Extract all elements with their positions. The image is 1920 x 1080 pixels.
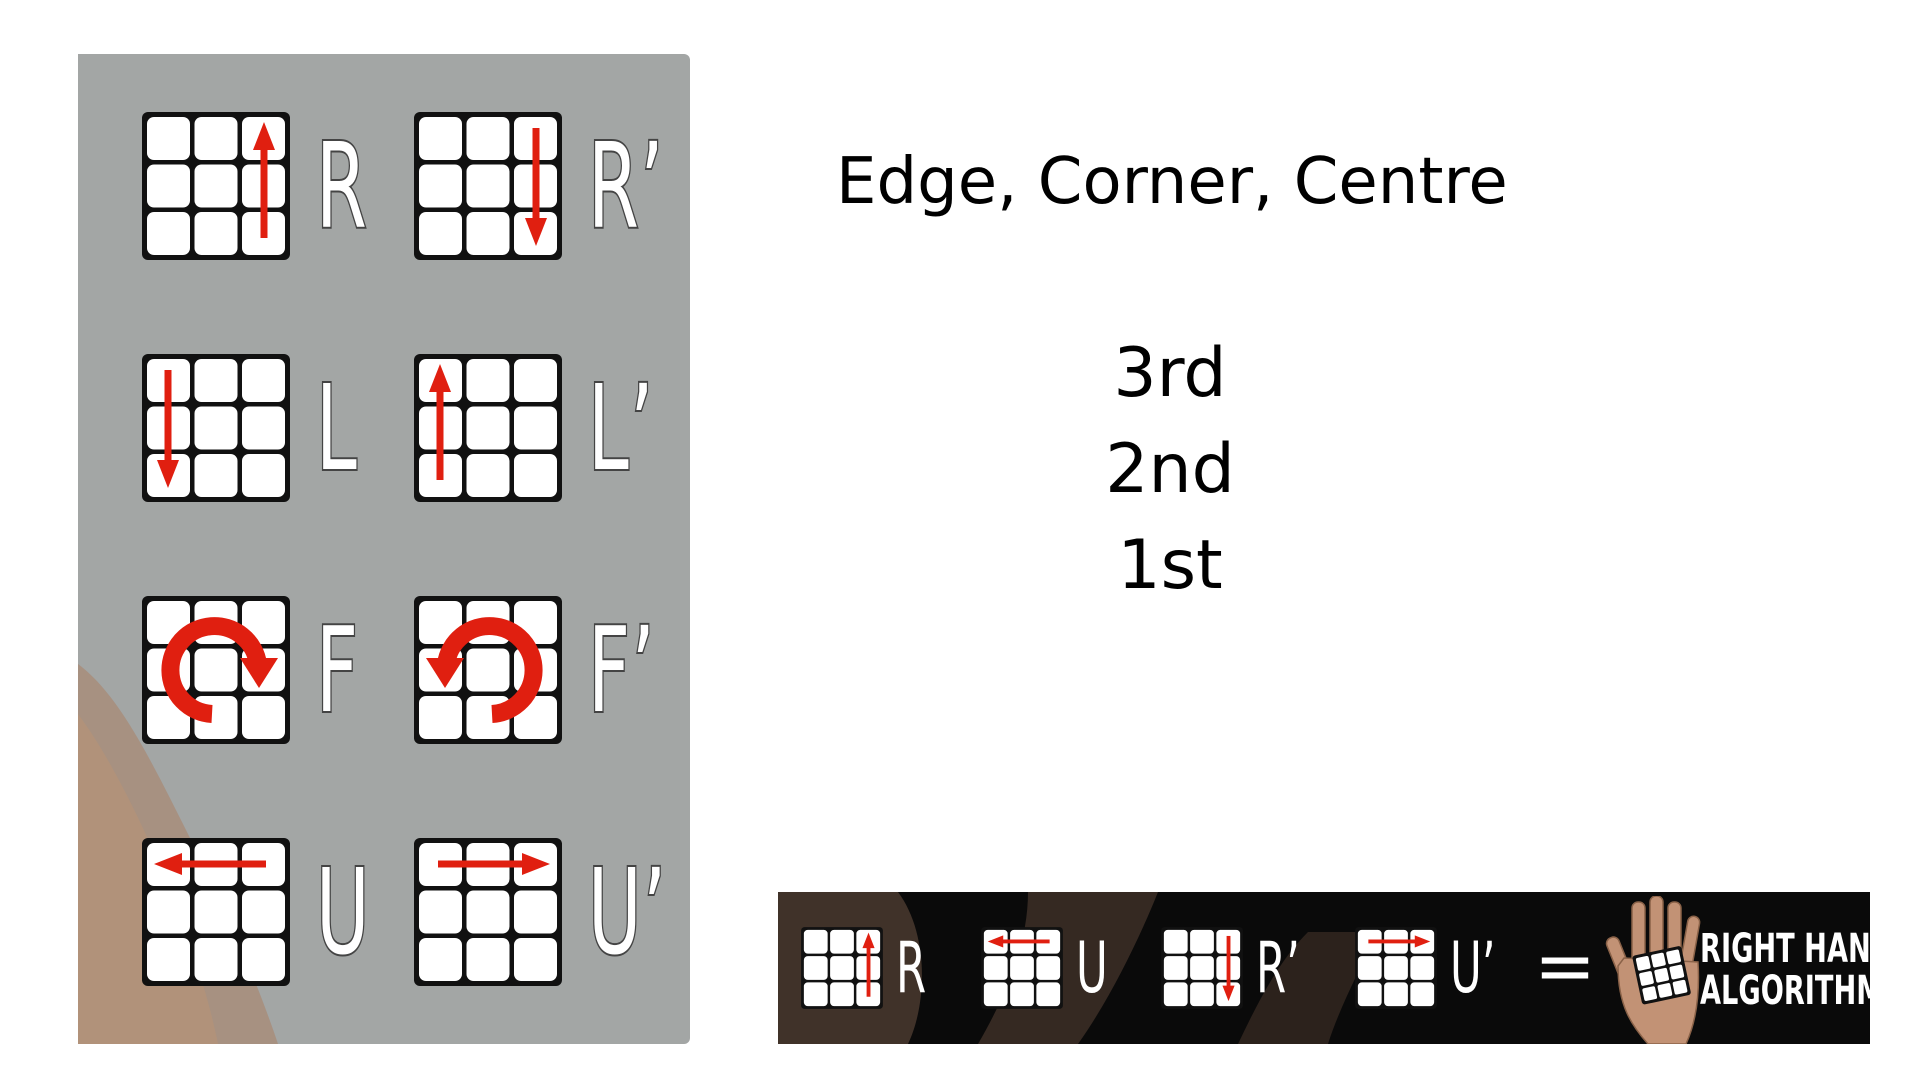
move-L: L (140, 352, 410, 504)
slide-heading: Edge, Corner, Centre (836, 145, 1508, 219)
cube-face-icon (981, 927, 1063, 1009)
algorithm-name-line1: RIGHT HAND (1700, 926, 1870, 972)
notation-card: R R’ L L’ F F’ U U’ (78, 54, 690, 1044)
equals-sign: = (1534, 923, 1597, 1009)
move-arrow (157, 370, 179, 488)
move-U: U (140, 836, 410, 988)
move-arrow (1368, 935, 1431, 948)
move-arrow (525, 128, 547, 246)
sequence-label: R’ (1256, 927, 1300, 1009)
move-arrow (1222, 935, 1235, 1002)
palm-cube-icon (1605, 896, 1701, 1044)
right-hand-algorithm-banner: R U R’ U’ = (778, 892, 1870, 1044)
move-arrow (438, 853, 550, 875)
move-arrow (426, 617, 543, 723)
move-label: L’ (587, 358, 655, 498)
move-label: U (315, 842, 371, 982)
algorithm-name: RIGHT HAND ALGORITHM (1700, 926, 1870, 1014)
cube-face-icon (142, 838, 290, 986)
cube-face-icon (414, 354, 562, 502)
cube-face-icon (801, 927, 883, 1009)
move-arrow (987, 935, 1050, 948)
move-arrow (253, 122, 275, 238)
move-label: L (315, 358, 359, 498)
move-label: R (315, 116, 369, 256)
layer-item: 3rd (1113, 334, 1227, 413)
layer-item: 1st (1117, 526, 1223, 605)
move-label: R’ (587, 116, 665, 256)
cube-face-icon (142, 354, 290, 502)
move-arrow (161, 617, 278, 723)
cube-face-icon (1161, 927, 1243, 1009)
move-arrow (862, 932, 875, 997)
move-label: F (315, 600, 360, 740)
move-F-prime: F’ (412, 594, 682, 746)
cube-face-icon (1355, 927, 1437, 1009)
cube-face-icon (414, 838, 562, 986)
cube-face-icon (414, 596, 562, 744)
move-arrow (154, 853, 266, 875)
move-R-prime: R’ (412, 110, 682, 262)
move-label: F’ (587, 600, 656, 740)
layer-list: 3rd 2nd 1st (1060, 326, 1280, 614)
algorithm-name-line2: ALGORITHM (1700, 968, 1870, 1014)
cube-face-icon (142, 112, 290, 260)
sequence-label: R (896, 927, 927, 1009)
move-U-prime: U’ (412, 836, 682, 988)
cube-face-icon (414, 112, 562, 260)
move-F: F (140, 594, 410, 746)
sequence-label: U (1076, 927, 1108, 1009)
move-arrow (429, 364, 451, 480)
cube-face-icon (142, 596, 290, 744)
sequence-label: U’ (1450, 927, 1496, 1009)
move-L-prime: L’ (412, 352, 682, 504)
move-label: U’ (587, 842, 668, 982)
layer-item: 2nd (1105, 430, 1235, 509)
move-R: R (140, 110, 410, 262)
